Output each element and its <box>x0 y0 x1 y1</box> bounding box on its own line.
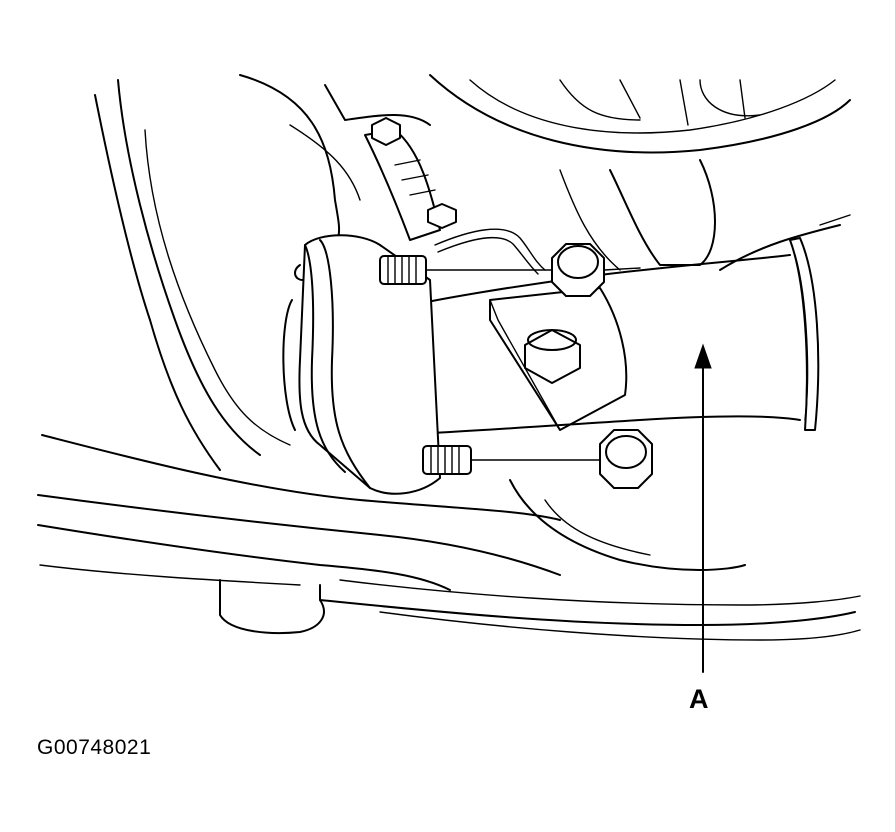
flange-nut-lower <box>599 429 653 489</box>
flange-nut-upper <box>551 243 641 297</box>
callout-label-a: A <box>689 684 709 714</box>
sensor-wire <box>434 228 546 275</box>
bracket-lower-bolt <box>427 203 457 229</box>
vehicle-body-outline <box>94 74 851 471</box>
figure-code: G00748021 <box>37 736 152 759</box>
flange-stud-upper <box>379 255 553 285</box>
underbody-outline <box>37 434 861 641</box>
hanger-bracket <box>489 287 628 431</box>
bracket-bolt <box>524 329 581 384</box>
bracket-upper-bolt <box>371 117 401 146</box>
exhaust-flange <box>282 234 441 495</box>
flange-stud-lower <box>422 445 601 475</box>
callout-arrow <box>694 343 712 673</box>
upper-bracket <box>364 117 457 241</box>
